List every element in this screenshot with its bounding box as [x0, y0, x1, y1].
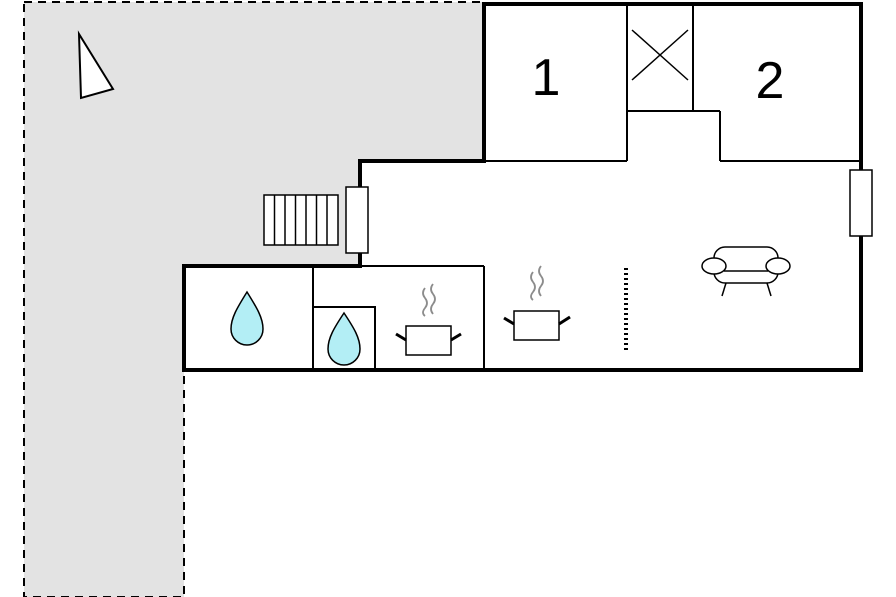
sofa-icon	[701, 246, 791, 297]
room-number-2: 2	[756, 52, 785, 110]
water-drop-icon	[327, 311, 361, 366]
window-icon	[849, 169, 873, 237]
north-arrow-icon	[77, 30, 115, 100]
water-drop-icon	[230, 290, 264, 346]
building-interior	[184, 4, 861, 370]
cooking-pot-icon	[503, 265, 571, 341]
room-number-1: 1	[532, 49, 561, 107]
cooking-pot-icon	[395, 283, 462, 356]
stairs-icon	[263, 194, 339, 246]
door-icon	[345, 186, 369, 254]
shaft-x-icon	[631, 29, 689, 81]
